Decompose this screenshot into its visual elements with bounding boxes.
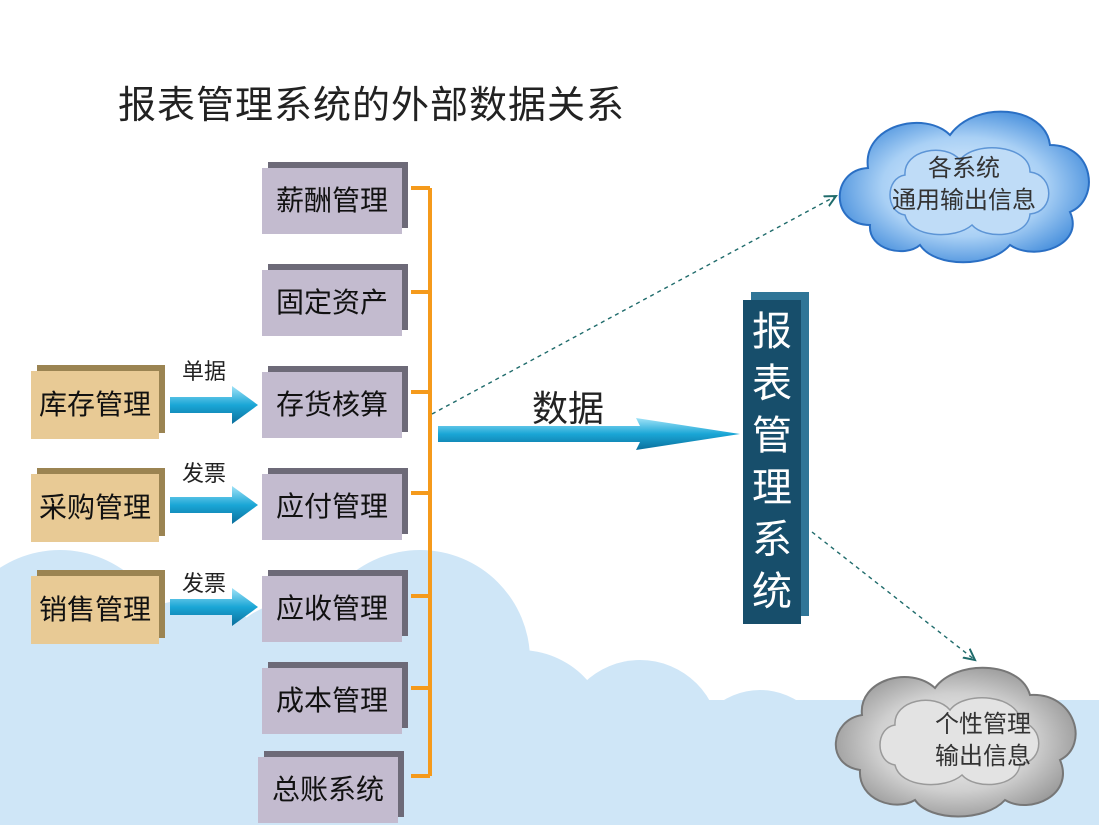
module-cost: 成本管理 [262, 668, 402, 734]
cloud-bottom-shape [834, 666, 1077, 818]
report-system-box: 报 表 管 理 系 统 [743, 300, 801, 624]
connector-bus [411, 186, 432, 778]
cloud-top-line1: 各系统 [928, 154, 1000, 182]
data-arrow-label: 数据 [532, 389, 605, 430]
data-arrow [438, 418, 740, 450]
cloud-bottom-line2: 输出信息 [935, 742, 1031, 770]
source-sales: 销售管理 [31, 576, 159, 644]
module-salary: 薪酬管理 [262, 168, 402, 234]
module-receivables: 应收管理 [262, 576, 402, 642]
source-purchase: 采购管理 [31, 474, 159, 542]
source-arrows [170, 386, 258, 626]
system-char: 系 [752, 517, 792, 563]
cloud-bottom-line1: 个性管理 [935, 710, 1031, 738]
module-inventory-accounting: 存货核算 [262, 372, 402, 438]
system-char: 理 [752, 465, 792, 511]
module-fixed-assets: 固定资产 [262, 270, 402, 336]
label-invoice-purchase: 发票 [182, 462, 227, 487]
system-char: 报 [752, 309, 792, 355]
cloud-bottom-text: 个性管理 输出信息 [898, 708, 1068, 772]
system-char: 表 [752, 361, 792, 407]
label-documents: 单据 [182, 360, 227, 385]
system-char: 统 [752, 569, 792, 615]
dashed-link-bottom [811, 531, 975, 660]
module-general-ledger: 总账系统 [258, 757, 398, 823]
cloud-top-line2: 通用输出信息 [892, 186, 1036, 214]
label-invoice-sales: 发票 [182, 572, 227, 597]
system-char: 管 [752, 413, 792, 459]
source-stock: 库存管理 [31, 371, 159, 439]
module-payables: 应付管理 [262, 474, 402, 540]
page-title: 报表管理系统的外部数据关系 [118, 83, 626, 127]
cloud-top-text: 各系统 通用输出信息 [878, 152, 1050, 216]
cloud-top-shape [838, 110, 1090, 264]
